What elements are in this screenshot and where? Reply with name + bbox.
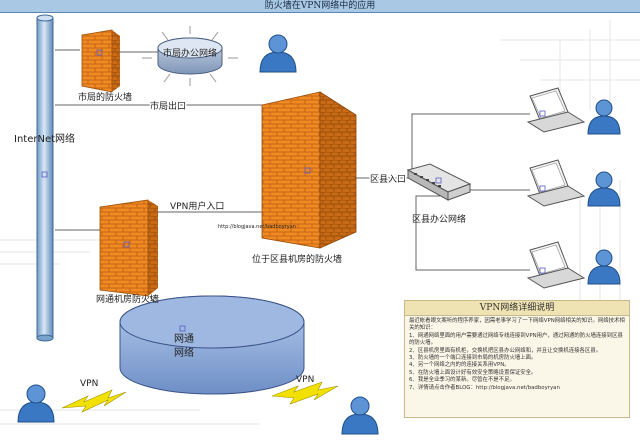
user-icon	[587, 99, 621, 135]
user-icon	[587, 249, 621, 285]
network-disk-icon	[119, 295, 305, 395]
label-city-firewall: 市局的防火墙	[78, 91, 132, 103]
firewall-icon	[81, 29, 120, 93]
label-vpn-left: VPN	[80, 379, 98, 389]
user-icon	[587, 171, 621, 207]
user-icon	[17, 384, 55, 423]
firewall-icon	[99, 199, 158, 297]
panel-line: 2、区县机房里面有机柜，交换机把区县办公网络和，并且让交换机连接各区县。	[409, 347, 602, 354]
laptop-icon	[526, 87, 586, 133]
panel-line: 4、另一个网络之内的的连接关系用VPN。	[409, 362, 510, 369]
label-url: http://blogjava.net/badboyryan	[218, 224, 296, 230]
internet-pipe-icon	[36, 14, 54, 342]
label-district-firewall: 位于区县机房的防火墙	[252, 253, 342, 265]
panel-line: 1、网通网络里面的用户需要通过网络专线连接到VPN用户，通过网通的防火墙连接到区…	[409, 332, 623, 347]
label-internet: InterNet网络	[14, 132, 75, 145]
panel-line: 最近帐看眼文案听的程序养家，因需老事学习了一下网络VPN网络相关的知识。网络技术…	[409, 318, 625, 332]
panel-line: 5、在防火墙上面设计好有效安全策略设置保证安全。	[409, 369, 537, 376]
vpn-description-panel: VPN网络详细说明 最近帐看眼文案听的程序养家，因需老事学习了一下网络VPN网络…	[404, 300, 630, 418]
laptop-icon	[526, 241, 586, 289]
lightning-icon	[271, 381, 339, 405]
panel-line: 7、详情请点击作者BLOG：http://blogjava.net/badboy…	[409, 384, 560, 391]
network-disk-icon	[142, 26, 238, 86]
label-city-exit: 市局出口	[150, 100, 186, 112]
panel-line: 3、防火墙的一个端口连接到市局的机房防火墙上面。	[409, 355, 537, 362]
label-district-entry: 区县入口	[370, 174, 406, 185]
panel-line: 6、我是全业季习的某新。尽管在不是不足。	[409, 377, 515, 384]
switch-icon	[406, 163, 472, 201]
label-vpn-right: VPN	[296, 375, 314, 385]
firewall-icon	[261, 91, 357, 249]
user-icon	[259, 34, 297, 73]
marker-glyphs	[41, 49, 546, 332]
lightning-icon	[61, 389, 127, 413]
user-icon	[341, 396, 379, 435]
label-isp-network-1: 网通	[174, 333, 194, 345]
label-district-office: 区县办公网络	[412, 213, 466, 225]
label-vpn-entry: VPN用户入口	[170, 200, 224, 212]
label-city-office: 市局办公网络	[163, 47, 217, 59]
panel-body: 最近帐看眼文案听的程序养家，因需老事学习了一下网络VPN网络相关的知识。网络技术…	[405, 316, 629, 394]
laptop-icon	[526, 159, 586, 207]
label-isp-firewall: 网通机房防火墙	[96, 293, 159, 305]
window-title: 防火墙在VPN网络中的应用	[0, 0, 640, 13]
panel-title: VPN网络详细说明	[405, 301, 629, 316]
label-isp-network-2: 网络	[174, 346, 194, 359]
